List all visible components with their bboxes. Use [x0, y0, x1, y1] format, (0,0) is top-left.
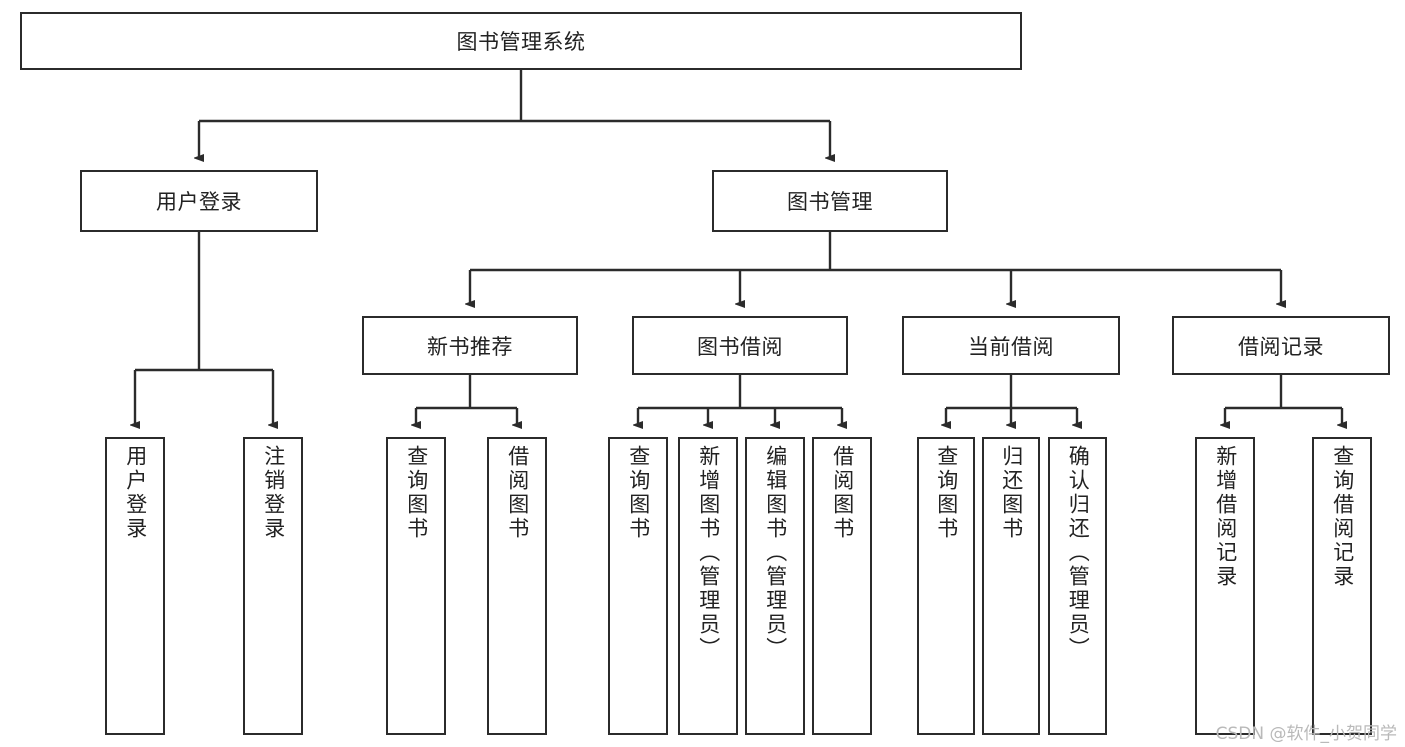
node-leaf-add-borrow-record-label: 新增借阅记录 [1213, 445, 1238, 589]
node-new-book-recommend-label: 新书推荐 [427, 334, 513, 359]
edge-group-root [199, 70, 830, 158]
node-leaf-borrow-book-label: 借阅图书 [830, 445, 855, 541]
node-borrow-records[interactable]: 借阅记录 [1172, 316, 1390, 375]
node-borrow-records-label: 借阅记录 [1238, 334, 1324, 359]
edge-group-current-borrow [946, 375, 1077, 425]
node-leaf-edit-book-admin-label: 编辑图书（管理员） [763, 445, 788, 661]
node-leaf-edit-book-admin[interactable]: 编辑图书（管理员） [745, 437, 805, 735]
node-leaf-query-book-recommend[interactable]: 查询图书 [386, 437, 446, 735]
node-leaf-query-book-recommend-label: 查询图书 [404, 445, 429, 541]
node-leaf-confirm-return-admin-label: 确认归还（管理员） [1066, 445, 1091, 661]
node-book-borrow-label: 图书借阅 [697, 334, 783, 359]
node-leaf-confirm-return-admin[interactable]: 确认归还（管理员） [1048, 437, 1107, 735]
node-leaf-borrow-book-recommend-label: 借阅图书 [505, 445, 530, 541]
node-leaf-add-book-admin-label: 新增图书（管理员） [696, 445, 721, 661]
node-root-label: 图书管理系统 [456, 30, 586, 54]
node-book-borrow[interactable]: 图书借阅 [632, 316, 848, 375]
node-leaf-add-book-admin[interactable]: 新增图书（管理员） [678, 437, 738, 735]
node-leaf-query-borrow-record[interactable]: 查询借阅记录 [1312, 437, 1372, 735]
node-leaf-return-book-label: 归还图书 [999, 445, 1024, 541]
node-current-borrow[interactable]: 当前借阅 [902, 316, 1120, 375]
node-leaf-user-login-label: 用户登录 [123, 445, 148, 541]
node-leaf-user-logout[interactable]: 注销登录 [243, 437, 303, 735]
node-user-login[interactable]: 用户登录 [80, 170, 318, 232]
node-current-borrow-label: 当前借阅 [968, 334, 1054, 359]
node-leaf-user-logout-label: 注销登录 [261, 445, 286, 541]
node-book-management-label: 图书管理 [787, 190, 873, 214]
edge-group-book-borrow [638, 375, 842, 425]
node-leaf-borrow-book[interactable]: 借阅图书 [812, 437, 872, 735]
node-leaf-user-login[interactable]: 用户登录 [105, 437, 165, 735]
node-leaf-query-book-current-label: 查询图书 [934, 445, 959, 541]
node-leaf-add-borrow-record[interactable]: 新增借阅记录 [1195, 437, 1255, 735]
node-new-book-recommend[interactable]: 新书推荐 [362, 316, 578, 375]
node-leaf-query-book-borrow-label: 查询图书 [626, 445, 651, 541]
node-leaf-borrow-book-recommend[interactable]: 借阅图书 [487, 437, 547, 735]
node-user-login-label: 用户登录 [156, 190, 242, 214]
node-book-management[interactable]: 图书管理 [712, 170, 948, 232]
edge-group-user-login [135, 232, 273, 425]
node-leaf-query-book-borrow[interactable]: 查询图书 [608, 437, 668, 735]
edge-group-new-book-recommend [416, 375, 517, 425]
node-root[interactable]: 图书管理系统 [20, 12, 1022, 70]
edge-group-borrow-records [1225, 375, 1342, 425]
node-leaf-return-book[interactable]: 归还图书 [982, 437, 1040, 735]
node-leaf-query-book-current[interactable]: 查询图书 [917, 437, 975, 735]
edge-group-book-management [470, 232, 1281, 304]
node-leaf-query-borrow-record-label: 查询借阅记录 [1330, 445, 1355, 589]
